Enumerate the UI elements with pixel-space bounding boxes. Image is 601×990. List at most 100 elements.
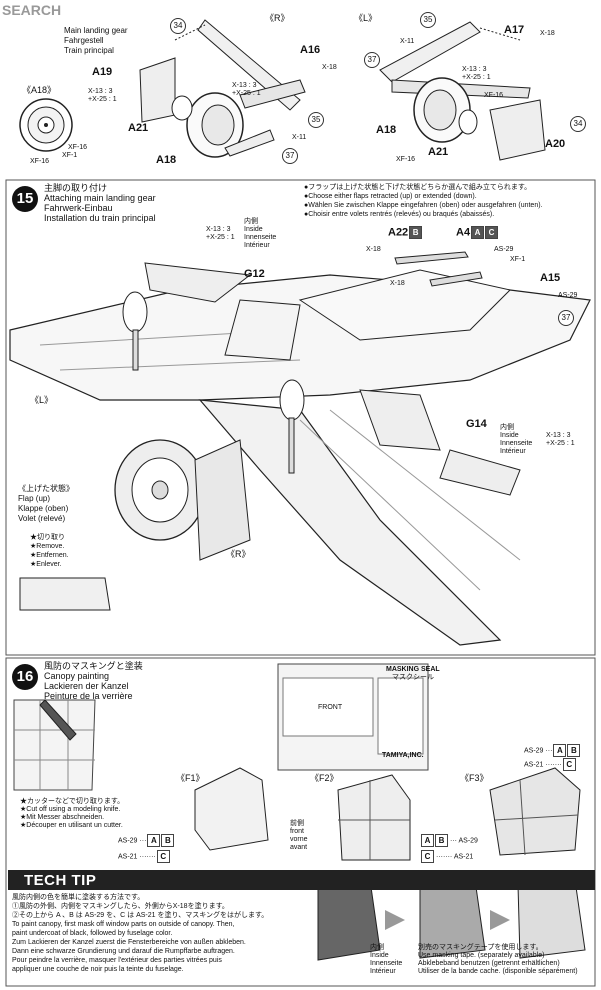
watermark: SEARCH	[2, 2, 62, 18]
step15-xf1: XF-1	[510, 256, 526, 263]
step15-inside-fr: Intérieur	[244, 242, 270, 249]
left-side-label: 《L》	[354, 13, 378, 23]
canopy-drawings	[13, 699, 581, 861]
front-de: vorne	[290, 836, 308, 843]
step16-title-en: Canopy painting	[44, 671, 110, 681]
ref-circle-34-l: 34	[570, 116, 586, 132]
step15-right-label: 《R》	[226, 549, 251, 559]
f2-as21: C ······· AS-21	[420, 850, 473, 863]
remove-de: ★Entfernen.	[30, 552, 69, 559]
step15-title-de: Fahrwerk-Einbau	[44, 203, 113, 213]
flap-up-box-drawing	[19, 577, 111, 611]
f2-as21-label: AS-21	[453, 853, 474, 861]
part-a4-square-a: A	[471, 226, 485, 239]
ref-circle-35-l: 35	[420, 12, 436, 28]
flap-note-fr: ●Choisir entre volets rentrés (relevés) …	[304, 211, 495, 218]
step15-title-jp: 主脚の取り付け	[44, 183, 108, 193]
mix-r1-b: +X-25 : 1	[88, 96, 117, 103]
techtip-title: TECH TIP	[24, 872, 97, 889]
part-a18-l: A18	[376, 124, 397, 136]
step16-title-de: Lackieren der Kanzel	[44, 681, 129, 691]
color-xf1: XF-1	[62, 152, 78, 159]
masking-seal-brand: TAMIYA,INC.	[382, 752, 424, 759]
sub-label-fr: Train principal	[64, 46, 114, 55]
step15-title-fr: Installation du train principal	[44, 213, 156, 223]
cut-note-jp: ★カッターなどで切り取ります。	[20, 798, 125, 805]
techtip-tape-fr: Utiliser de la bande cache. (disponible …	[418, 968, 578, 975]
flap-note-en: ●Choose either flaps retracted (up) or e…	[304, 193, 477, 200]
part-a16: A16	[300, 44, 321, 56]
front-jp: 前側	[290, 820, 304, 827]
ref-circle-35-r: 35	[308, 112, 324, 128]
step15-left-label: 《L》	[30, 395, 54, 405]
techtip-line-8: Pour peindre la verrière, masquer l'exté…	[12, 957, 222, 964]
f1-sq-a: A	[147, 834, 161, 847]
cut-note-en: ★Cut off using a modeling knife.	[20, 806, 121, 813]
masking-seal-title: MASKING SEAL	[386, 666, 440, 673]
g14-mix-b: +X-25 : 1	[546, 440, 575, 447]
flap-up-fr: Volet (relevé)	[18, 514, 66, 523]
part-a21-l: A21	[428, 146, 449, 158]
techtip-inside-de: Innenseite	[370, 960, 403, 967]
flap-up-en: Flap (up)	[18, 494, 51, 503]
techtip-tape-de: Abklebeband benutzen (getrennt erhältlic…	[418, 960, 560, 967]
right-gear-drawing	[139, 19, 306, 158]
remove-fr: ★Enlever.	[30, 561, 62, 568]
part-a22-square: B	[409, 226, 423, 239]
techtip-line-1: 風防内側の色を簡単に塗装する方法です。	[12, 894, 145, 901]
color-x18-a17: X-18	[540, 30, 555, 37]
flap-up-de: Klappe (oben)	[18, 504, 69, 513]
flap-note-de: ●Wählen Sie zwischen Klappe eingefahren …	[304, 202, 543, 209]
part-a4-square-c: C	[485, 226, 499, 239]
step15-as29-a: AS-29	[494, 246, 514, 253]
left-gear-drawing	[379, 21, 546, 161]
part-g14: G14	[466, 418, 487, 430]
mix-l-b: +X-25 : 1	[462, 74, 491, 81]
remove-en: ★Remove.	[30, 543, 65, 550]
sub-label-de: Fahrgestell	[64, 36, 104, 45]
color-xf16-l2: XF-16	[396, 156, 416, 163]
f2-sq-c: C	[421, 850, 434, 863]
techtip-bar	[8, 870, 595, 890]
f3-sq-b: B	[567, 744, 581, 757]
step15-title-en: Attaching main landing gear	[44, 193, 156, 203]
flap-parts	[144, 251, 521, 496]
f3-as29-label: AS-29	[524, 747, 544, 755]
step15-mix-a: X-13 : 3	[206, 226, 231, 233]
ref-circle-34-r: 34	[170, 18, 186, 34]
step16-title-fr: Peinture de la verrière	[44, 691, 133, 701]
part-a19: A19	[92, 66, 113, 78]
part-g12: G12	[244, 268, 265, 280]
g14-inside-fr: Intérieur	[500, 448, 526, 455]
color-x11-l: X-11	[400, 38, 415, 45]
cut-note-fr: ★Découper en utilisant un cutter.	[20, 822, 123, 829]
step16-title-jp: 風防のマスキングと塗装	[44, 661, 143, 671]
canopy-f2-label: 《F2》	[310, 773, 339, 783]
step-number-15: 15	[12, 186, 38, 212]
part-a20: A20	[545, 138, 566, 150]
masking-seal-sub: マスクシール	[392, 674, 434, 681]
f1-sq-b: B	[161, 834, 175, 847]
techtip-line-7: Dann eine schwarze Grundierung und darau…	[12, 948, 235, 955]
cut-note-de: ★Mit Messer abschneiden.	[20, 814, 105, 821]
color-xf16-a18wheel: XF-16	[30, 158, 50, 165]
step15-mix-b: +X-25 : 1	[206, 234, 235, 241]
color-x11-r: X-11	[292, 134, 307, 141]
aircraft-wing-drawing	[9, 269, 591, 646]
remove-jp: ★切り取り	[30, 534, 65, 541]
mix-r1-a: X-13 : 3	[88, 88, 113, 95]
canopy-f1-label: 《F1》	[176, 773, 205, 783]
step15-x18-b: X-18	[390, 280, 405, 287]
techtip-line-4: To paint canopy, first mask off window p…	[12, 921, 235, 928]
part-a18-r: A18	[156, 154, 177, 166]
right-side-label: 《R》	[265, 13, 290, 23]
masking-seal-sheet	[277, 663, 429, 771]
part-a22-label: A22	[388, 226, 409, 239]
step15-inside-de: Innenseite	[244, 234, 277, 241]
step15-as29-b: AS-29	[558, 292, 578, 299]
canopy-f3-label: 《F3》	[460, 773, 489, 783]
mix-r2-b: +X-25 : 1	[232, 90, 261, 97]
